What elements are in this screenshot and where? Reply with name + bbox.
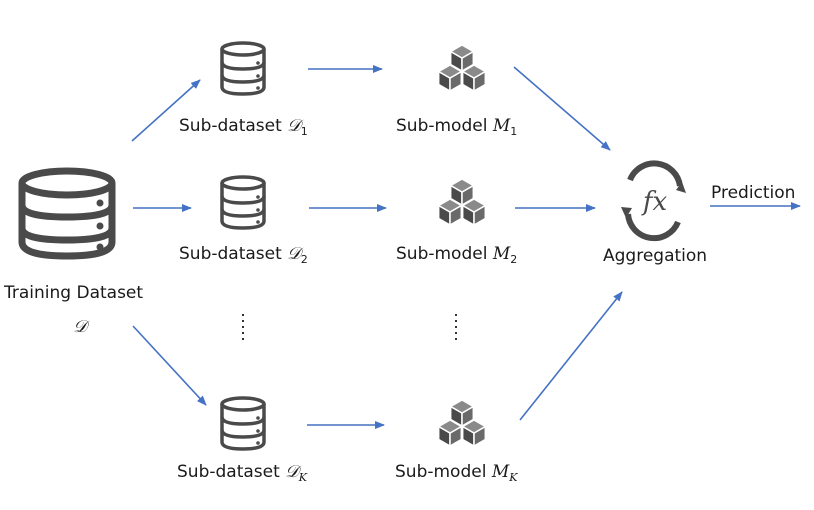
subdataset-symbol: 𝒟: [287, 244, 301, 264]
subdataset-index: 2: [300, 253, 308, 266]
subdataset-label-k: Sub-dataset 𝒟K: [177, 462, 307, 484]
training-database-icon: [18, 167, 116, 260]
submodel-label-k: Sub-model MK: [395, 462, 517, 484]
submodel-symbol: M: [492, 116, 511, 136]
submodel-index: 2: [510, 253, 518, 266]
subdataset-prefix: Sub-dataset: [179, 116, 282, 136]
database-icon: [220, 41, 266, 96]
cubes-icon: [437, 399, 487, 448]
aggregation-label: Aggregation: [603, 246, 708, 266]
submodel-index: 1: [510, 125, 518, 138]
subdataset-symbol: 𝒟: [285, 462, 299, 482]
subdataset-label-2: Sub-dataset 𝒟2: [179, 244, 308, 266]
cubes-icon: [437, 178, 487, 227]
subdataset-index: K: [298, 471, 307, 484]
subdataset-prefix: Sub-dataset: [177, 462, 280, 482]
subdataset-label-1: Sub-dataset 𝒟1: [179, 116, 308, 138]
arrow-train-to-subk: [132, 325, 207, 406]
training-database-dots: [96, 199, 104, 251]
arrow-train-to-sub1: [131, 79, 201, 142]
database-icon: [220, 175, 266, 230]
function-cycle-icon: fx: [621, 160, 686, 242]
training-dataset-symbol: 𝒟: [73, 317, 87, 337]
prediction-label: Prediction: [711, 183, 796, 203]
cubes-icon: [437, 44, 487, 93]
submodel-symbol: M: [492, 244, 511, 264]
subdataset-index: 1: [300, 125, 308, 138]
submodel-label-1: Sub-model M1: [396, 116, 517, 138]
submodel-index: K: [509, 471, 518, 484]
submodel-prefix: Sub-model: [396, 244, 488, 264]
training-dataset-label: Training Dataset: [4, 283, 144, 303]
fx-glyph: fx: [641, 187, 668, 217]
subdataset-prefix: Sub-dataset: [179, 244, 282, 264]
submodel-symbol: M: [491, 462, 510, 482]
submodel-prefix: Sub-model: [395, 462, 487, 482]
submodel-prefix: Sub-model: [396, 116, 488, 136]
arrow-model1-to-agg: [513, 66, 611, 151]
arrow-modelk-to-agg: [519, 291, 623, 421]
subdataset-symbol: 𝒟: [287, 116, 301, 136]
submodel-label-2: Sub-model M2: [396, 244, 517, 266]
database-icon: [220, 396, 266, 451]
